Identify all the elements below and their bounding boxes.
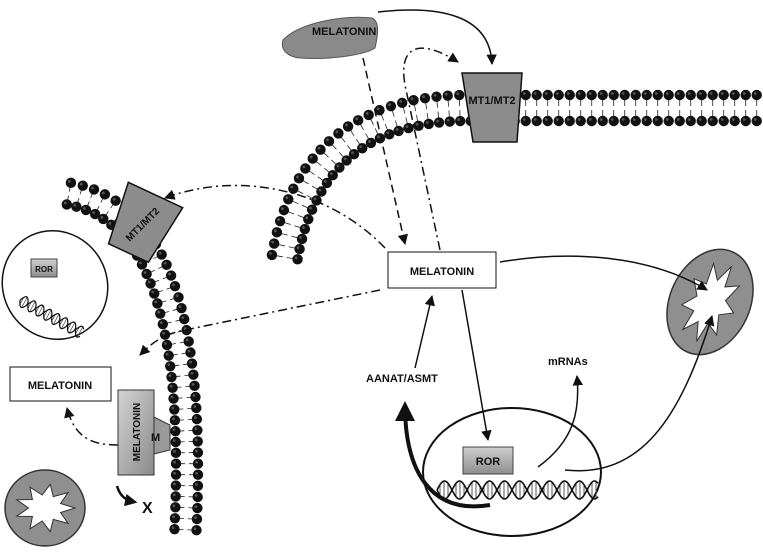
mitochondrion-left <box>4 469 86 547</box>
arrows <box>64 9 715 472</box>
aanat-asmt-label: AANAT/ASMT <box>366 373 438 385</box>
x-mark: X <box>142 500 153 517</box>
arrow-dna-to-mrnas <box>537 374 584 468</box>
mrnas-label: mRNAs <box>548 356 588 368</box>
mitochondrion-right <box>666 248 754 356</box>
arrow-aanat-to-center <box>414 294 435 369</box>
arrow-pineal-to-receptor <box>377 9 497 66</box>
m-label: M <box>151 432 160 444</box>
receptor-top-label: MT1/MT2 <box>468 95 515 107</box>
ror-nucleus-box <box>462 446 514 475</box>
dna-small <box>19 296 85 338</box>
melatonin-center-box <box>387 251 497 289</box>
blocked-arrow <box>115 485 138 507</box>
arrow-center-to-left-receptor <box>164 184 386 249</box>
melatonin-top-label: MELATONIN <box>312 26 376 38</box>
arrow-center-to-receptor <box>403 47 459 251</box>
melatonin-left-label: MELATONIN <box>28 380 92 392</box>
cell-nucleus-left <box>1 229 109 341</box>
dna-big <box>436 480 599 500</box>
arrow-center-to-left-melatonin <box>139 289 381 356</box>
arrow-complex-to-left-melatonin <box>64 406 119 446</box>
receptor-left: MT1/MT2 <box>107 181 184 264</box>
pineal-gland-shape <box>281 16 379 59</box>
melatonin-left-box <box>9 366 112 402</box>
arrow-center-to-mito <box>499 255 708 291</box>
membrane-bound-complex <box>117 389 171 476</box>
arrow-center-to-ror <box>461 289 492 442</box>
ror-nucleus-label: ROR <box>476 456 501 468</box>
ror-small-label: ROR <box>35 265 53 274</box>
melatonin-vertical-label: MELATONIN <box>132 403 143 462</box>
receptor-top <box>461 72 523 143</box>
arrow-dna-to-mito <box>564 314 715 472</box>
melatonin-center-label: MELATONIN <box>410 266 474 278</box>
arrow-dna-to-aanat <box>395 401 491 509</box>
ror-small-box <box>30 258 58 278</box>
arrow-pineal-to-center <box>362 57 409 246</box>
